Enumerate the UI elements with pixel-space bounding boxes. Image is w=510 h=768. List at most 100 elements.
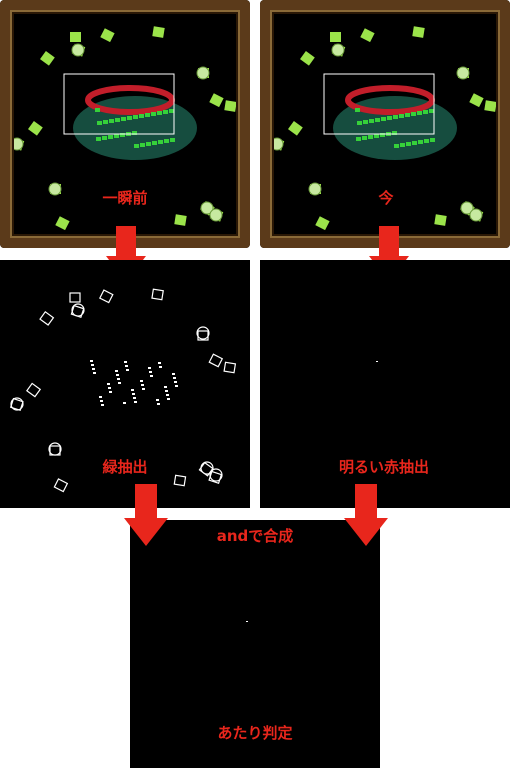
green-unit xyxy=(387,116,392,120)
label-now: 今 xyxy=(378,189,394,207)
green-unit xyxy=(406,142,411,146)
creep-unit xyxy=(484,100,497,112)
creep-unit xyxy=(469,93,484,108)
green-unit xyxy=(369,119,374,123)
green-speck xyxy=(131,389,134,391)
green-unit xyxy=(140,143,145,147)
green-unit xyxy=(97,121,102,125)
green-unit xyxy=(381,117,386,121)
green-unit xyxy=(158,140,163,144)
green-speck xyxy=(142,388,145,390)
green-unit xyxy=(411,112,416,116)
green-speck xyxy=(157,403,160,405)
creep-unit xyxy=(40,51,55,66)
red-pixel xyxy=(376,361,378,362)
orb-unit xyxy=(469,208,483,222)
creep-unit xyxy=(224,100,237,112)
creep-unit xyxy=(434,214,447,226)
camera-viewport-box xyxy=(63,73,175,135)
green-speck xyxy=(91,364,94,366)
arrow-down-right-bottom xyxy=(344,484,388,546)
green-unit xyxy=(146,142,151,146)
green-unit xyxy=(157,111,162,115)
green-speck xyxy=(140,380,143,382)
green-unit xyxy=(102,136,107,140)
green-speck xyxy=(124,361,127,363)
green-speck xyxy=(107,383,110,385)
green-unit xyxy=(109,119,114,123)
green-speck xyxy=(126,369,129,371)
green-speck xyxy=(141,384,144,386)
creep-unit xyxy=(174,214,187,226)
green-speck xyxy=(159,366,162,368)
creep-unit xyxy=(315,216,330,231)
green-outline xyxy=(173,474,187,487)
green-speck xyxy=(148,367,151,369)
label-green-extract: 緑抽出 xyxy=(102,458,148,476)
green-unit xyxy=(363,120,368,124)
red-extract-panel xyxy=(260,260,510,508)
green-speck xyxy=(167,398,170,400)
minimap-previous xyxy=(0,0,250,248)
hit-pixel xyxy=(246,621,248,622)
green-extract-canvas xyxy=(9,288,237,493)
green-speck xyxy=(165,390,168,392)
green-unit xyxy=(394,144,399,148)
green-unit xyxy=(120,133,125,137)
orb-outline xyxy=(200,461,214,475)
orb-outline xyxy=(71,303,85,317)
green-unit xyxy=(357,121,362,125)
green-unit xyxy=(170,138,175,142)
camera-viewport-box xyxy=(323,73,435,135)
green-unit xyxy=(132,131,137,135)
green-speck xyxy=(118,382,121,384)
orb-unit xyxy=(209,208,223,222)
orb-unit xyxy=(200,201,214,215)
green-outline xyxy=(223,361,237,374)
label-hit-detection: あたり判定 xyxy=(217,724,293,742)
green-speck xyxy=(175,385,178,387)
creep-unit xyxy=(100,28,115,43)
orb-outline xyxy=(48,442,62,456)
green-speck xyxy=(158,362,161,364)
minimap-previous-canvas xyxy=(10,26,237,231)
green-unit xyxy=(362,136,367,140)
green-unit xyxy=(152,141,157,145)
green-unit xyxy=(169,109,174,113)
orb-unit xyxy=(456,66,470,80)
green-outline xyxy=(26,382,42,398)
green-unit xyxy=(393,115,398,119)
green-unit xyxy=(412,141,417,145)
green-outline xyxy=(39,310,55,326)
green-unit xyxy=(108,135,113,139)
green-unit xyxy=(127,116,132,120)
creep-unit xyxy=(70,32,81,42)
creep-unit xyxy=(28,121,43,136)
green-unit xyxy=(368,135,373,139)
green-speck xyxy=(117,378,120,380)
green-speck xyxy=(133,397,136,399)
green-outline xyxy=(151,288,164,301)
orb-unit xyxy=(71,43,85,57)
green-unit xyxy=(121,117,126,121)
green-speck xyxy=(164,386,167,388)
label-prev-frame: 一瞬前 xyxy=(102,189,148,207)
green-speck xyxy=(109,391,112,393)
orb-unit xyxy=(460,201,474,215)
green-unit xyxy=(96,137,101,141)
green-unit xyxy=(163,110,168,114)
green-speck xyxy=(93,372,96,374)
label-red-extract: 明るい赤抽出 xyxy=(338,458,430,476)
minimap-current-canvas xyxy=(270,26,497,231)
orb-unit xyxy=(196,66,210,80)
green-speck xyxy=(116,374,119,376)
green-speck xyxy=(92,368,95,370)
and-result-canvas xyxy=(246,621,248,622)
green-speck xyxy=(150,375,153,377)
orb-unit xyxy=(48,182,62,196)
label-and-combine: andで合成 xyxy=(216,527,294,545)
green-speck xyxy=(173,377,176,379)
green-unit xyxy=(134,144,139,148)
green-unit xyxy=(374,134,379,138)
green-outline xyxy=(99,289,114,304)
